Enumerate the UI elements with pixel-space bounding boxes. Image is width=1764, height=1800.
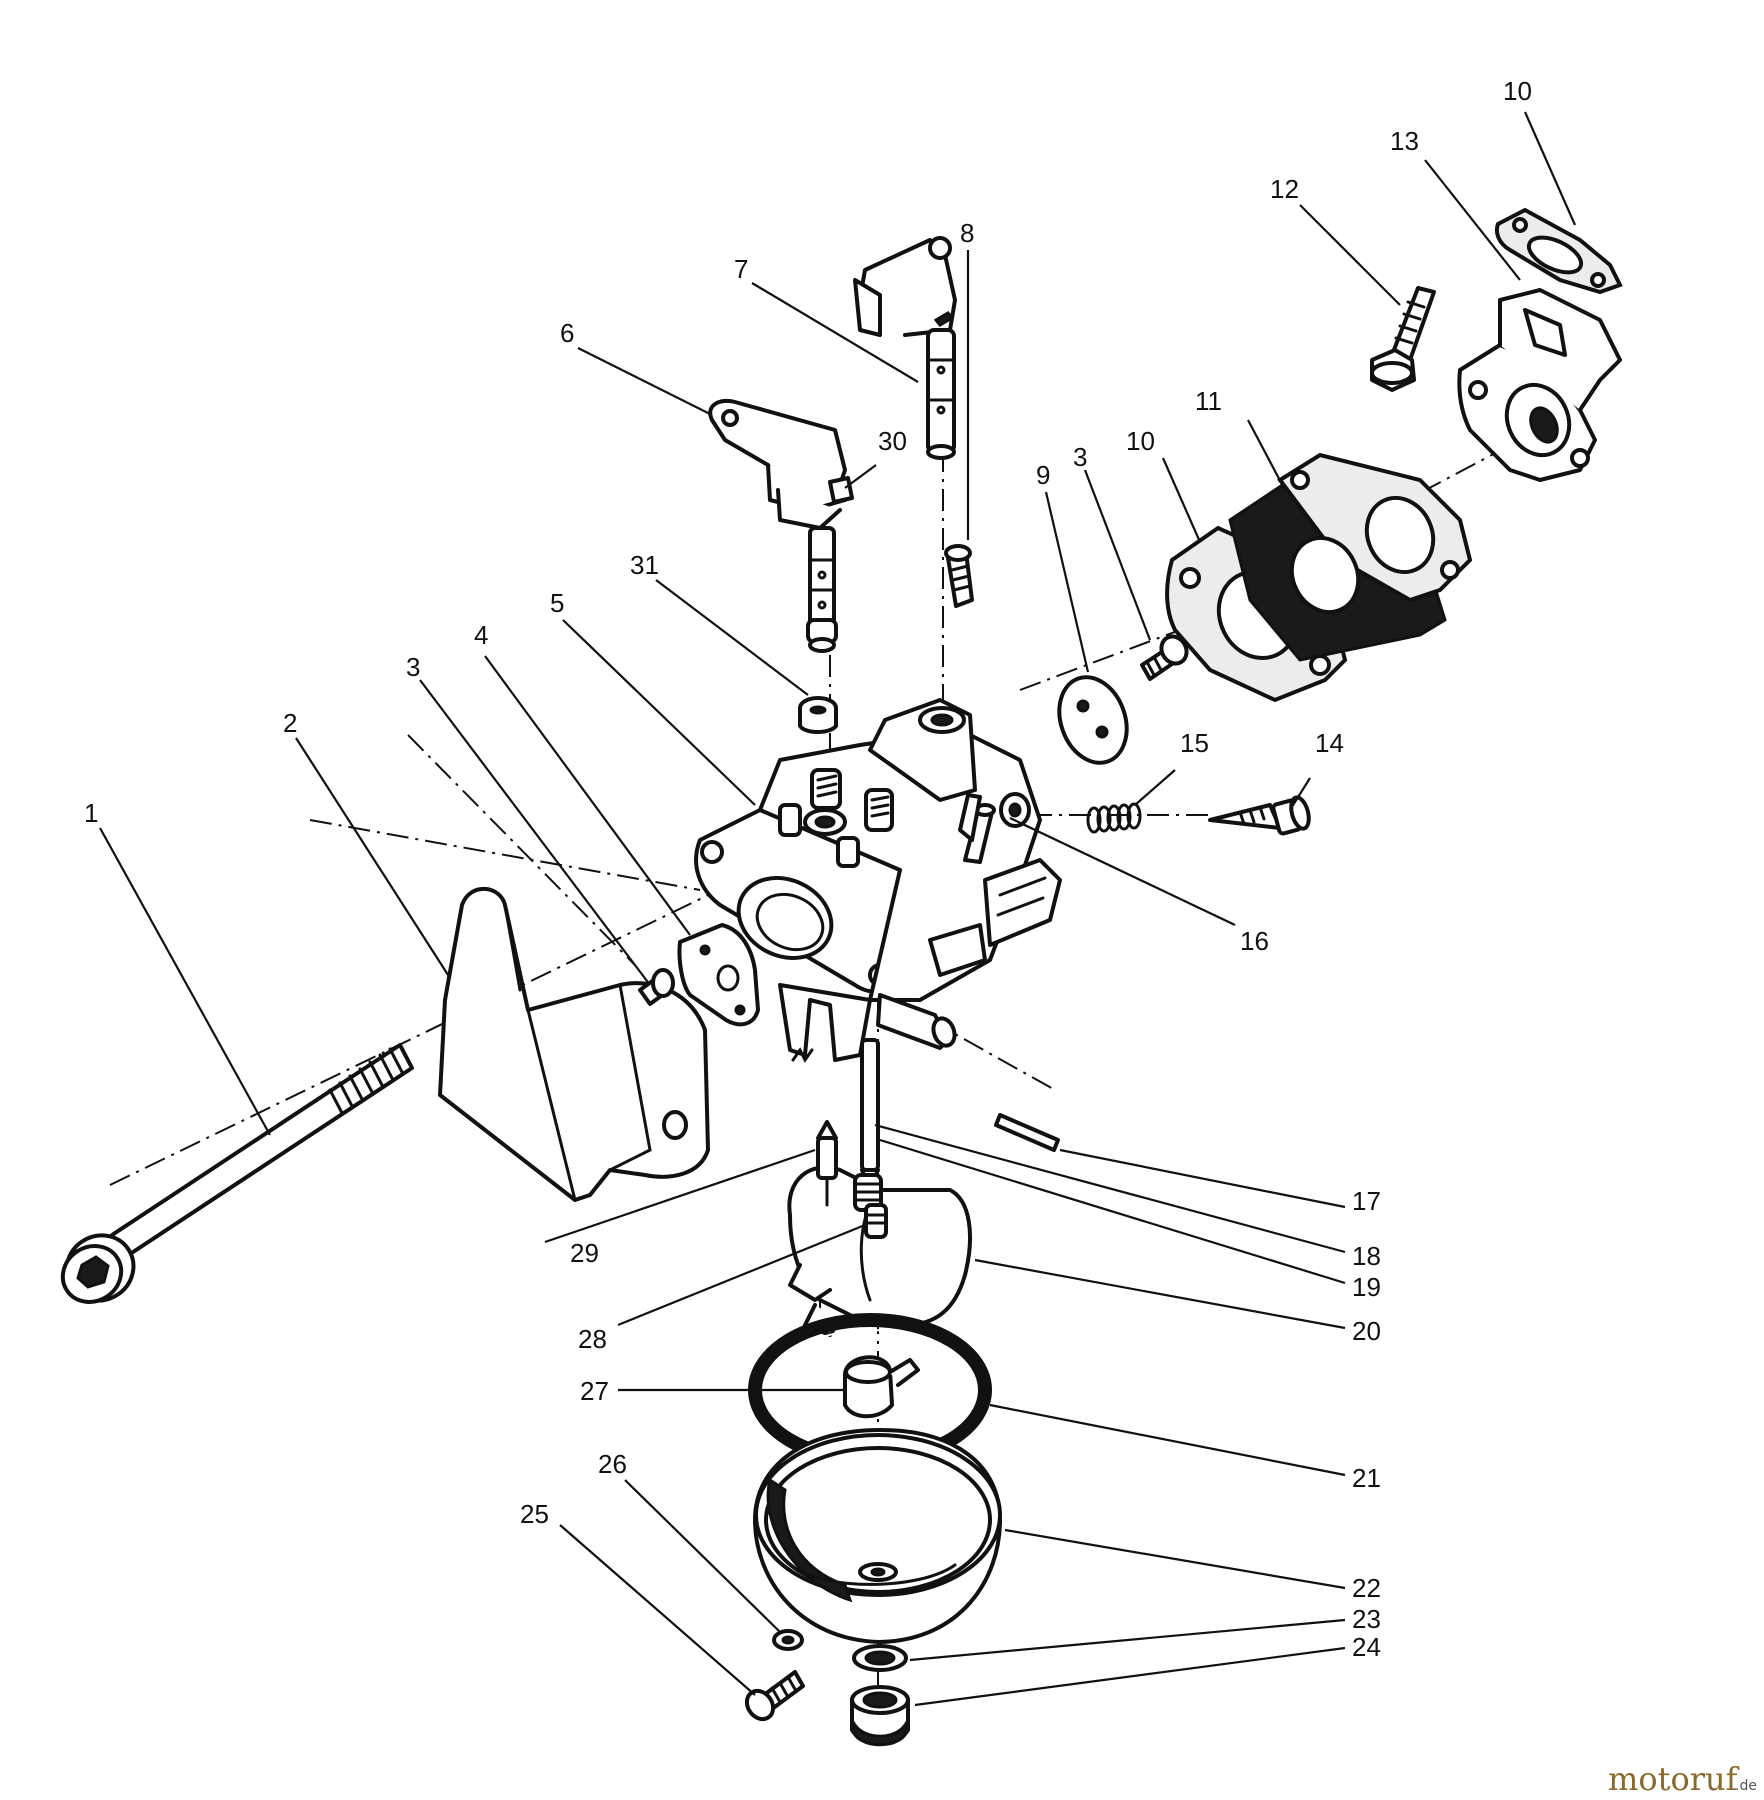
part-29-inlet-valve (816, 1120, 838, 1207)
callout-10-upper: 10 (1503, 76, 1532, 106)
part-30-clip (828, 476, 854, 504)
callout-12: 12 (1270, 174, 1299, 204)
callout-5: 5 (550, 588, 564, 618)
callout-9: 9 (1036, 460, 1050, 490)
callout-21: 21 (1352, 1463, 1381, 1493)
part-23-bowl-washer (852, 1644, 908, 1672)
part-17-hinge-pin (994, 1113, 1060, 1152)
part-4-gasket-plate (677, 923, 760, 1027)
part-5-carburetor-body (694, 698, 1062, 1062)
callout-1: 1 (84, 798, 98, 828)
part-6-choke-lever (708, 399, 847, 653)
part-11-insulator (1228, 452, 1473, 662)
part-20-float (787, 1165, 972, 1337)
callout-14: 14 (1315, 728, 1344, 758)
callout-13: 13 (1390, 126, 1419, 156)
part-13-intake-adapter (1457, 288, 1622, 482)
part-26-washer (772, 1629, 804, 1651)
part-31-seal (798, 696, 838, 734)
callout-31: 31 (630, 550, 659, 580)
part-25-screw (744, 1670, 805, 1722)
callout-labels: 1 2 3 3 4 5 6 7 8 9 10 10 11 12 13 14 15… (84, 76, 1532, 1662)
callout-26: 26 (598, 1449, 627, 1479)
part-15-spring (1086, 802, 1142, 834)
callout-3-right: 3 (1073, 442, 1087, 472)
part-8-screw (944, 544, 974, 608)
part-10-gasket-upper (1494, 207, 1623, 295)
callout-18: 18 (1352, 1241, 1381, 1271)
callout-22: 22 (1352, 1573, 1381, 1603)
callout-3-left: 3 (406, 652, 420, 682)
callout-10-lower: 10 (1126, 426, 1155, 456)
leader-lines (99, 111, 1577, 1707)
part-19-inlet-needle (860, 1038, 880, 1192)
part-9-throttle-disc (1057, 675, 1129, 765)
callout-28: 28 (578, 1324, 607, 1354)
callout-17: 17 (1352, 1186, 1381, 1216)
callout-19: 19 (1352, 1272, 1381, 1302)
callout-25: 25 (520, 1499, 549, 1529)
watermark-brand: motoruf (1608, 1760, 1740, 1798)
part-3-screw-right (1140, 634, 1189, 681)
part-1-long-bolt (60, 1043, 414, 1304)
part-24-bowl-nut (850, 1685, 910, 1747)
part-2-deflector-bracket (438, 886, 710, 1202)
callout-20: 20 (1352, 1316, 1381, 1346)
callout-4: 4 (474, 620, 488, 650)
part-18-clip (791, 1047, 814, 1063)
callout-15: 15 (1180, 728, 1209, 758)
callout-2: 2 (283, 708, 297, 738)
callout-6: 6 (560, 318, 574, 348)
part-3-small-screw-left (638, 968, 675, 1006)
part-27-bowl-seal (843, 1355, 920, 1419)
callout-30: 30 (878, 426, 907, 456)
callout-29: 29 (570, 1238, 599, 1268)
part-22-float-bowl (753, 1428, 1002, 1644)
callout-16: 16 (1240, 926, 1269, 956)
part-28-needle-seat (864, 1203, 888, 1239)
part-7-throttle-shaft (853, 236, 957, 460)
part-14-needle-screw (1208, 795, 1311, 836)
part-16-idle-tube (958, 793, 982, 842)
callout-23: 23 (1352, 1604, 1381, 1634)
callout-7: 7 (734, 254, 748, 284)
callout-27: 27 (580, 1376, 609, 1406)
callout-11: 11 (1195, 386, 1222, 416)
part-12-bolt (1370, 286, 1436, 392)
callout-24: 24 (1352, 1632, 1381, 1662)
watermark: motoruf .de (1608, 1760, 1757, 1798)
callout-8: 8 (960, 218, 974, 248)
watermark-suffix: .de (1735, 1778, 1757, 1794)
